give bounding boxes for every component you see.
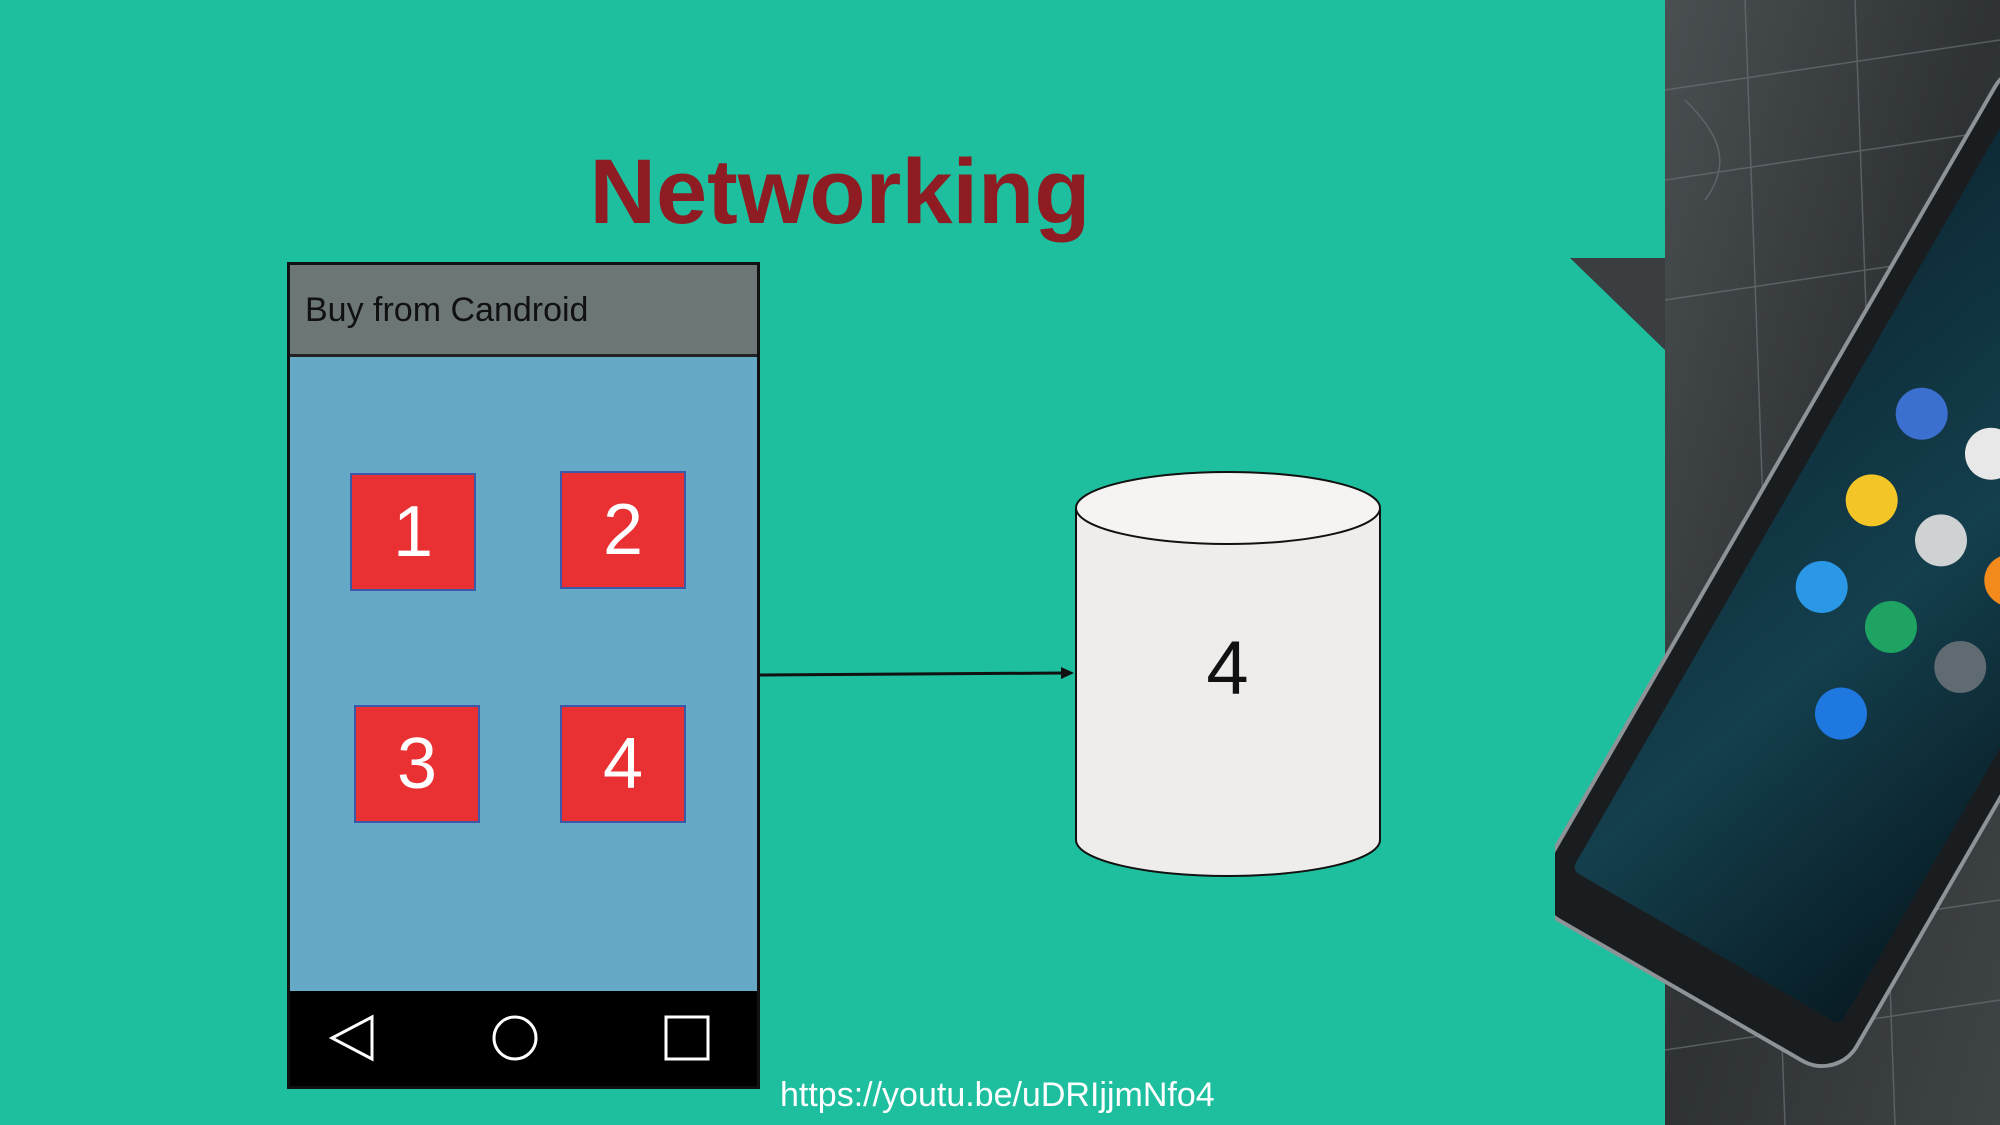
app-bar-title: Buy from Candroid — [305, 291, 589, 329]
product-tile-3[interactable]: 3 — [354, 705, 480, 823]
slide-title: Networking — [589, 141, 1091, 243]
back-triangle-icon[interactable] — [328, 1013, 378, 1063]
product-tile-1[interactable]: 1 — [350, 473, 476, 591]
home-circle-icon[interactable] — [490, 1013, 540, 1063]
product-tile-2[interactable]: 2 — [560, 471, 686, 589]
phone-on-map-photo — [1555, 0, 2000, 1125]
recents-square-icon[interactable] — [662, 1013, 712, 1063]
app-bar: Buy from Candroid — [290, 265, 757, 357]
database-label: 4 — [1206, 626, 1249, 711]
navigation-bar — [290, 991, 757, 1086]
video-link[interactable]: https://youtu.be/uDRIjjmNfo4 — [780, 1076, 1215, 1114]
database-cylinder — [1075, 471, 1381, 877]
product-tile-4[interactable]: 4 — [560, 705, 686, 823]
data-flow-arrow — [760, 667, 1074, 679]
phone-mockup: Buy from Candroid 1 2 3 4 — [287, 262, 760, 1089]
